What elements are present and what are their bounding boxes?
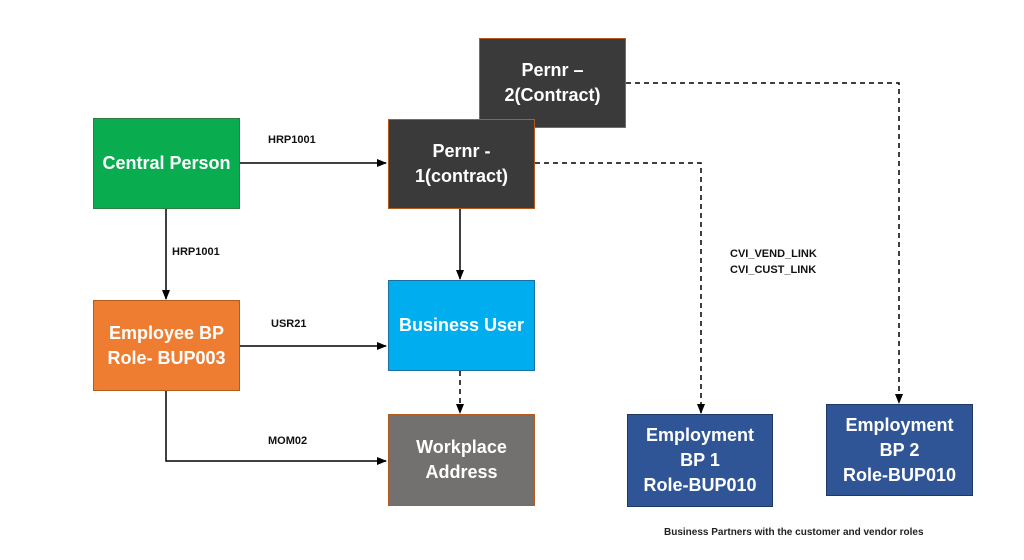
- arrow-pernr1-to-bp1: [535, 162, 705, 414]
- edge-label-pernr1-bp1: CVI_VEND_LINK CVI_CUST_LINK: [730, 248, 817, 276]
- edge-label-employee-workplace: MOM02: [268, 435, 308, 447]
- diagram-caption: Business Partners with the customer and …: [664, 527, 924, 538]
- employment-bp2-box: Employment BP 2 Role-BUP010: [826, 404, 973, 496]
- central-person-box: Central Person: [93, 118, 240, 209]
- arrow-employee-to-workplace: [165, 391, 387, 465]
- arrow-pernr2-to-bp2: [626, 82, 903, 404]
- business-user-box: Business User: [388, 280, 535, 371]
- employee-bp-box: Employee BP Role- BUP003: [93, 300, 240, 391]
- edge-label-employee-business-user: USR21: [271, 318, 307, 330]
- edge-label-central-pernr1: HRP1001: [268, 134, 316, 146]
- pernr1-box: Pernr - 1(contract): [388, 119, 535, 209]
- edge-label-central-employee: HRP1001: [172, 246, 220, 258]
- pernr2-box: Pernr – 2(Contract): [479, 38, 626, 128]
- workplace-address-box: Workplace Address: [388, 414, 535, 506]
- employment-bp1-box: Employment BP 1 Role-BUP010: [627, 414, 773, 507]
